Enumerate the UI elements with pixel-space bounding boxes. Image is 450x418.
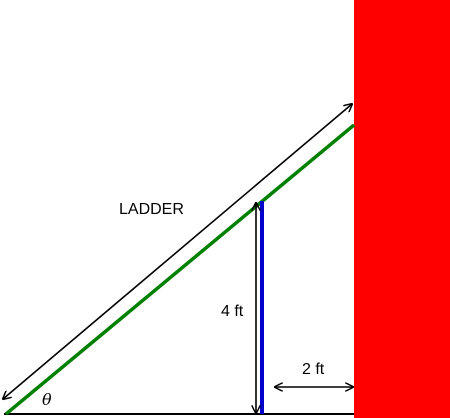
distance-label: 2 ft xyxy=(302,361,325,378)
height-label: 4 ft xyxy=(221,303,244,320)
ladder-length-arrow xyxy=(3,104,352,399)
ladder-label: LADDER xyxy=(119,201,184,218)
angle-label: θ xyxy=(42,390,52,409)
wall xyxy=(354,0,450,418)
